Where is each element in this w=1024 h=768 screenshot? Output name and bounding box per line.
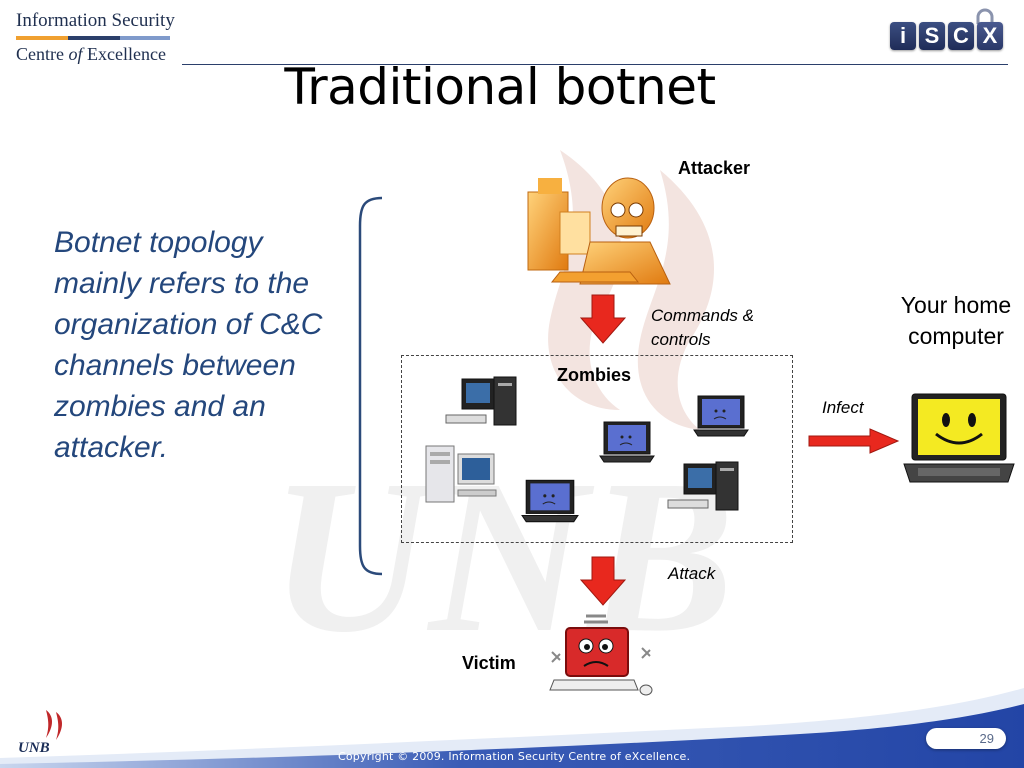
red-arrow-icon [808, 428, 900, 454]
desktop-computer-icon [445, 376, 517, 426]
isc-logo: Information Security Centre of Excellenc… [16, 10, 176, 66]
footer-wave [0, 688, 1024, 768]
iscx-letter-i: i [890, 22, 916, 50]
zombies-group [401, 355, 793, 543]
isc-logo-bar [16, 36, 170, 40]
isc-logo-line2: Centre of Excellence [16, 44, 166, 64]
isc-logo-line1: Information Security [16, 10, 175, 31]
padlock-icon [976, 8, 994, 24]
desktop-computer-icon [667, 461, 739, 511]
commands-controls-label: Commands & controls [651, 306, 754, 349]
red-arrow-icon [580, 556, 626, 606]
unb-watermark: UNB [270, 150, 735, 670]
skull-hacker-icon [527, 177, 671, 285]
infect-label: Infect [822, 398, 864, 417]
left-bracket [358, 196, 383, 576]
home-computer-label: Your home computer [900, 292, 1012, 349]
page-number: 29 [979, 731, 994, 746]
zombies-label: Zombies [557, 365, 632, 385]
laptop-zombie-icon [521, 479, 579, 523]
page-number-badge: 29 [926, 728, 1006, 749]
victim-label: Victim [462, 653, 516, 673]
svg-text:UNB: UNB [270, 434, 735, 670]
attacker-label: Attacker [678, 158, 751, 178]
iscx-letter-s: S [919, 22, 945, 50]
unb-flame-icon [46, 710, 62, 740]
iscx-logo: i S C X [890, 8, 1008, 54]
unb-logo: UNB [14, 708, 74, 760]
copyright-text: Copyright © 2009. Information Security C… [338, 750, 691, 763]
smiley-laptop-icon [903, 393, 1015, 483]
body-text: Botnet topology mainly refers to the org… [54, 226, 323, 464]
iscx-letter-c: C [948, 22, 974, 50]
unb-logo-text: UNB [18, 740, 50, 756]
laptop-zombie-icon [599, 421, 655, 463]
iscx-letter-x: X [977, 22, 1003, 50]
desktop-computer-icon [425, 445, 497, 503]
page-title: Traditional botnet [284, 58, 716, 116]
attack-label: Attack [668, 564, 716, 583]
red-arrow-icon [580, 294, 626, 344]
header-rule [182, 64, 1008, 65]
sad-computer-icon [549, 614, 653, 696]
laptop-zombie-icon [693, 395, 749, 437]
